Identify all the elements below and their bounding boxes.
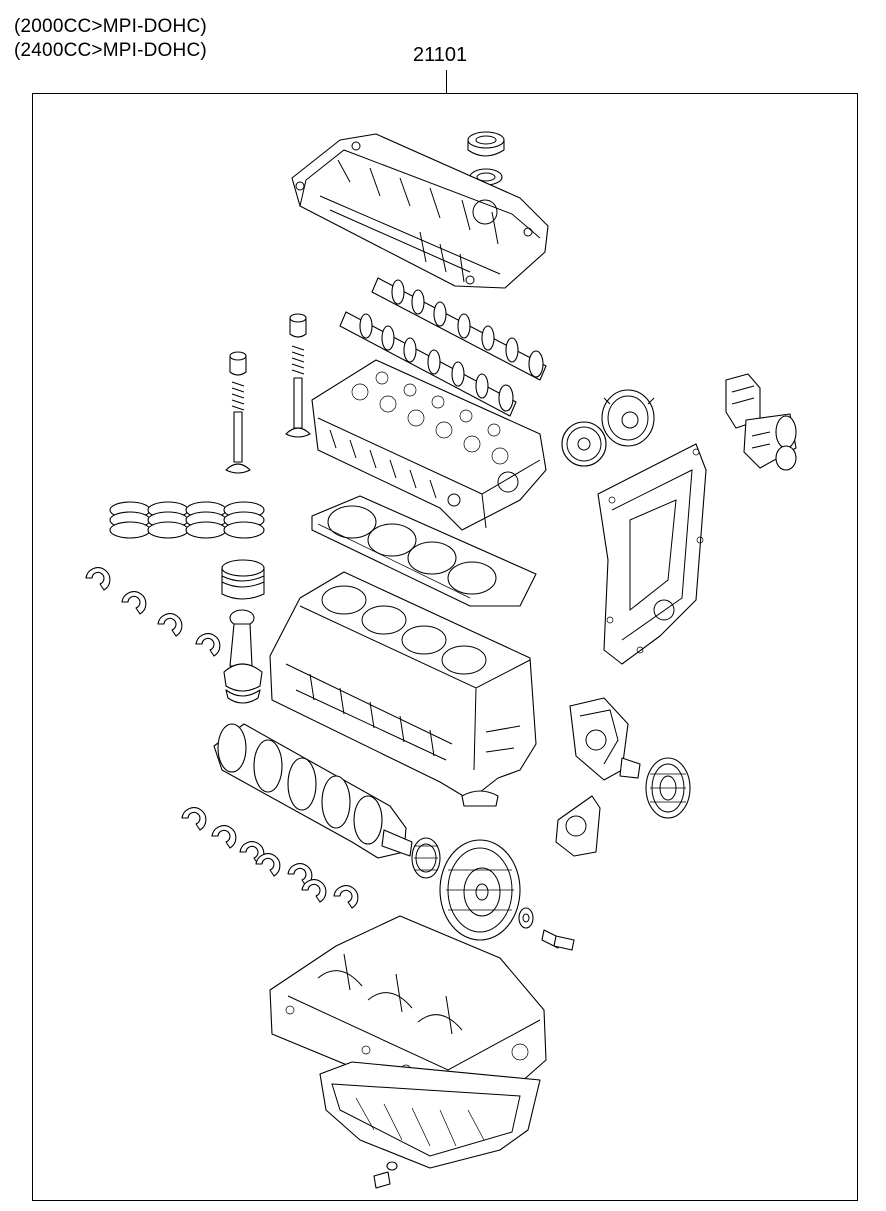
oil-pan-icon[interactable] xyxy=(270,916,546,1168)
bolt-icon[interactable] xyxy=(519,908,574,950)
water-pump-icon[interactable] xyxy=(556,698,640,856)
timing-cover-icon[interactable] xyxy=(598,444,706,664)
crankshaft-icon[interactable] xyxy=(214,724,412,858)
connecting-rod-icon[interactable] xyxy=(224,610,262,703)
valve-icon[interactable] xyxy=(226,314,310,473)
bearing-shell-icon[interactable] xyxy=(86,568,220,656)
pulley-icon[interactable] xyxy=(646,758,690,818)
bearing-shell-icon[interactable] xyxy=(182,808,358,908)
crank-sprocket-icon[interactable] xyxy=(412,838,440,878)
damper-pulley-icon[interactable] xyxy=(440,840,520,940)
piston-icon[interactable] xyxy=(222,560,264,599)
assembly-frame xyxy=(32,93,858,1201)
cylinder-block-icon[interactable] xyxy=(270,572,536,806)
part-number-label[interactable]: 21101 xyxy=(413,44,468,66)
piston-ring-icon[interactable] xyxy=(110,502,264,538)
oil-filler-cap-icon[interactable] xyxy=(468,132,504,185)
camshaft-icon[interactable] xyxy=(340,278,546,416)
cam-sprocket-icon[interactable] xyxy=(562,390,654,466)
rocker-cover-icon[interactable] xyxy=(292,134,548,288)
engine-variant-2000cc: (2000CC>MPI-DOHC) xyxy=(14,16,207,37)
head-gasket-icon[interactable] xyxy=(312,496,536,606)
part-number-leader-line xyxy=(446,70,447,94)
engine-variant-2400cc: (2400CC>MPI-DOHC) xyxy=(14,40,207,61)
drain-plug-icon[interactable] xyxy=(374,1162,397,1188)
cvvt-actuator-icon[interactable] xyxy=(726,374,796,470)
cylinder-head-icon[interactable] xyxy=(312,360,546,530)
